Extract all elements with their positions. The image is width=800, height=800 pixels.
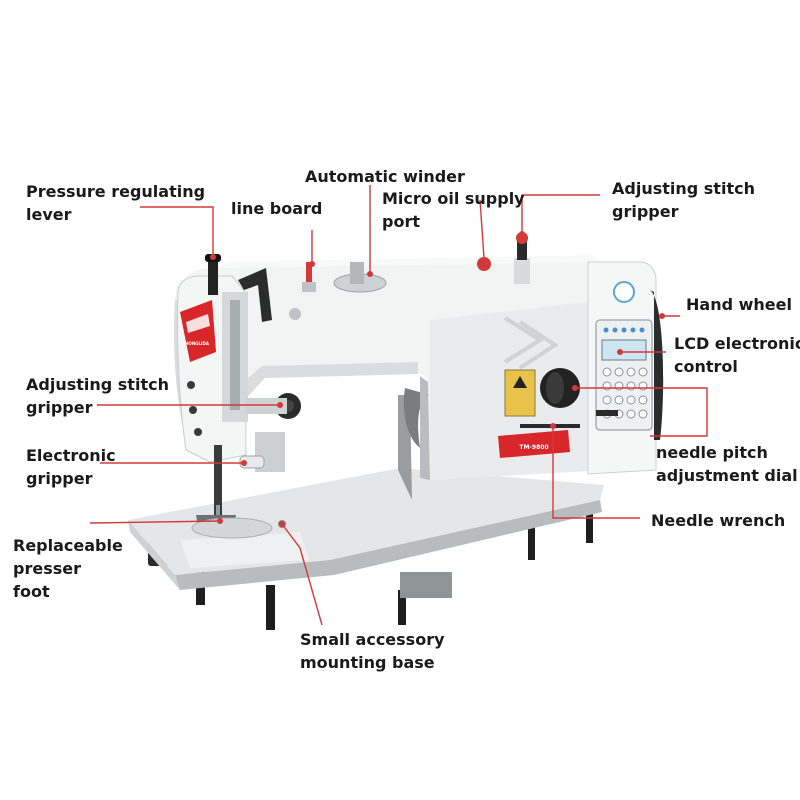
- label-pressure-regulating-lever: Pressure regulating lever: [26, 182, 206, 224]
- label-needle-wrench: Needle wrench: [651, 511, 786, 530]
- label-line-board: line board: [231, 199, 323, 218]
- leader-stitch-gripper-right: [521, 194, 600, 232]
- leader-needle-wrench: [552, 426, 640, 519]
- lcd-screen: [601, 339, 647, 361]
- leader-dots: [210, 231, 665, 527]
- label-electronic-gripper: Electronic gripper: [26, 446, 116, 488]
- label-lcd-electronic-control: LCD electronic control: [674, 334, 800, 376]
- label-needle-pitch-adjustment-dial: needle pitch adjustment dial: [656, 443, 798, 485]
- needle-bar: [214, 445, 222, 515]
- machine-head: HONGLIDA: [176, 254, 301, 526]
- table-base: [128, 468, 604, 590]
- top-components: [289, 232, 530, 320]
- line-board-post: [306, 262, 312, 284]
- label-hand-wheel: Hand wheel: [686, 295, 792, 314]
- leader-needle-pitch: [575, 387, 708, 437]
- under-motor: [400, 572, 452, 598]
- leader-presser-foot: [89, 520, 221, 524]
- label-small-accessory-mounting-base: Small accessory mounting base: [300, 630, 445, 672]
- model-plate: [498, 430, 570, 458]
- badge-brand: HONGLIDA: [185, 341, 210, 346]
- label-adjusting-stitch-gripper-left: Adjusting stitch gripper: [26, 375, 169, 417]
- leader-lines: [89, 185, 708, 626]
- label-micro-oil-supply-port: Micro oil supply port: [382, 189, 525, 231]
- leader-oil-port: [479, 199, 485, 259]
- oil-supply-port: [477, 257, 491, 271]
- hand-wheel: [650, 290, 664, 440]
- pressure-lever-knob: [208, 255, 218, 295]
- label-automatic-winder: Automatic winder: [305, 167, 465, 186]
- label-replaceable-presser-foot: Replaceable presser foot: [13, 536, 123, 601]
- model-plate-text: TM-9800: [519, 444, 548, 451]
- leader-accessory-base: [281, 523, 323, 626]
- stitch-gripper-knob-right: [517, 238, 527, 260]
- leader-pressure-lever: [140, 206, 214, 255]
- label-adjusting-stitch-gripper-right: Adjusting stitch gripper: [612, 179, 755, 221]
